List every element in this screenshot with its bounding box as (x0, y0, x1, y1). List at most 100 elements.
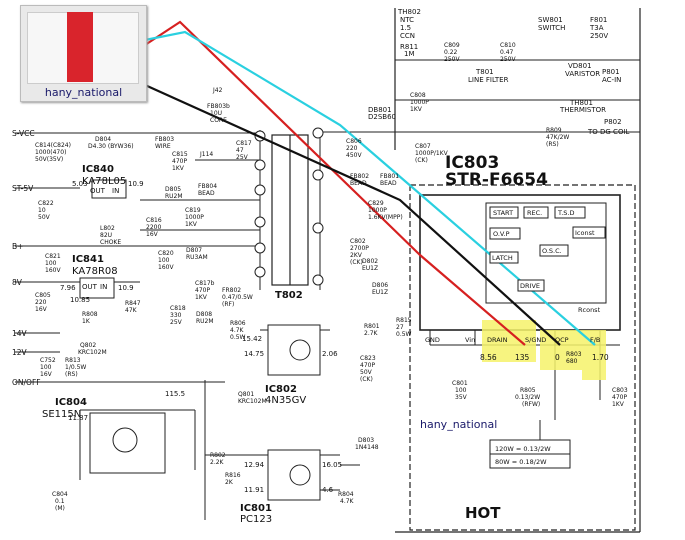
c810-rating: 250V (500, 56, 516, 63)
c821-name: C821 (45, 253, 61, 260)
ic804-part: SE115N (42, 409, 81, 420)
c805-value: 220 (35, 299, 47, 306)
fb801-name: FB801 (380, 173, 399, 180)
sw801-label: SWITCH (538, 24, 565, 32)
ic804-v2: 11.87 (68, 414, 88, 422)
ic801-name: IC801 (240, 503, 272, 514)
c810-name: C810 (500, 42, 516, 49)
ic803-pin-fb: F/B (590, 336, 600, 344)
th802-name: TH802 (397, 8, 421, 16)
r808-value: 1K (82, 318, 91, 325)
c818-rating: 25V (170, 319, 183, 326)
watermark-text: hany_national (420, 418, 497, 431)
c818-name: C818 (170, 305, 186, 312)
r847-value: 47K (125, 307, 138, 314)
c817-name: C817 (236, 140, 252, 147)
c804-value: 0.1 (55, 498, 65, 505)
t801-label: LINE FILTER (468, 76, 509, 84)
d803-name: D803 (358, 437, 374, 444)
ic802-part: 4N35GV (265, 395, 306, 406)
ic801-v2: 11.91 (244, 486, 264, 494)
ic840-out: OUT (90, 187, 106, 195)
r847-name: R847 (125, 300, 141, 307)
ic803-block-drive: DRIVE (520, 282, 540, 290)
r813-type: (RS) (65, 371, 78, 378)
r801-value: 2.7K (364, 330, 379, 337)
c806-rating: 450V (346, 152, 362, 159)
c801-value: 100 (455, 387, 467, 394)
c810-value: 0.47 (500, 49, 514, 56)
c803-value: 470P (612, 394, 627, 401)
ic840-body (91, 179, 127, 199)
c806-value: 220 (346, 145, 358, 152)
t802-transformer (271, 134, 309, 286)
ic803-part: STR-F6654 (445, 170, 548, 190)
t801-name: T801 (475, 68, 494, 76)
d806-name: D806 (372, 282, 388, 289)
d805-value: RU2M (165, 193, 183, 200)
p801-name: P801 (602, 68, 620, 76)
c807-value: 1000P/1KV (415, 150, 449, 157)
c752-rating: 16V (40, 371, 53, 378)
d806-value: EU1Z (372, 289, 388, 296)
rail-st5v: ST-5V (12, 184, 34, 193)
ic803-name: IC803 (445, 153, 499, 173)
ic802-v3: 2.06 (322, 350, 338, 358)
c817b-value: 470P (195, 287, 210, 294)
resistor-table: 120W = 0.13/2W 80W = 0.18/2W (489, 439, 571, 469)
hot-region (409, 184, 636, 531)
c817-rating: 25V (236, 154, 249, 161)
r809-type: (RS) (546, 141, 559, 148)
d803-value: 1N4148 (355, 444, 379, 451)
r803-value: 680 (566, 358, 578, 365)
ic803-block-rconst: Rconst (578, 306, 601, 314)
c819-value: 1000P (185, 214, 204, 221)
r802-value: 2.2K (210, 459, 225, 466)
probe-lines (144, 20, 596, 346)
ic804-name: IC804 (55, 397, 87, 408)
ic803-v-ocp: 0 (555, 353, 560, 362)
ic803-pin-drain: DRAIN (487, 336, 508, 344)
r815-value: 27 (396, 324, 404, 331)
fr802-value: 0.47/0.5W (222, 294, 253, 301)
ic803-pin-src: S/GND (525, 336, 546, 344)
r801-name: R801 (364, 323, 380, 330)
r815-rating: 0.5W (396, 331, 412, 338)
l802-value: 82U (100, 232, 112, 239)
c823-type: (CK) (360, 376, 373, 383)
ic801-v1: 12.94 (244, 461, 265, 469)
c802-rating: 2KV (350, 252, 363, 259)
rail-14v: 14V (12, 329, 28, 338)
db801-part: D2SB60 (368, 113, 396, 121)
r811-value: 1M (404, 50, 415, 58)
r808-name: R808 (82, 311, 98, 318)
c804-name: C804 (52, 491, 68, 498)
ic804-body (89, 412, 166, 474)
c819-rating: 1KV (185, 221, 198, 228)
ic801-body (267, 449, 321, 501)
c805-name: C805 (35, 292, 51, 299)
frame (394, 8, 641, 533)
c815-rating: 1KV (172, 165, 185, 172)
ic801-v3: 16.05 (322, 461, 342, 469)
c806-name: C806 (346, 138, 362, 145)
ic841-name: IC841 (72, 254, 104, 265)
c822-name: C822 (38, 200, 54, 207)
ic803-block-osc: O.S.C. (542, 247, 562, 255)
fb802-value: BEAD (350, 180, 367, 187)
c808-rating: 1KV (410, 106, 423, 113)
r813-name: R813 (65, 357, 81, 364)
p802-label: TO DG COIL (587, 128, 630, 136)
rail-8v: 8V (12, 278, 23, 287)
ic840-name: IC840 (82, 164, 114, 175)
c807-rating: (CK) (415, 157, 428, 164)
c819-name: C819 (185, 207, 201, 214)
th802-type: CCN (400, 32, 415, 40)
j114-name: J114 (199, 151, 213, 158)
ic-photo-thumbnail: hany_national (20, 5, 147, 102)
ic803-block-rec: REC. (527, 209, 542, 217)
c821-rating: 160V (45, 267, 61, 274)
ic803-pin-vin: Vin (465, 336, 475, 344)
